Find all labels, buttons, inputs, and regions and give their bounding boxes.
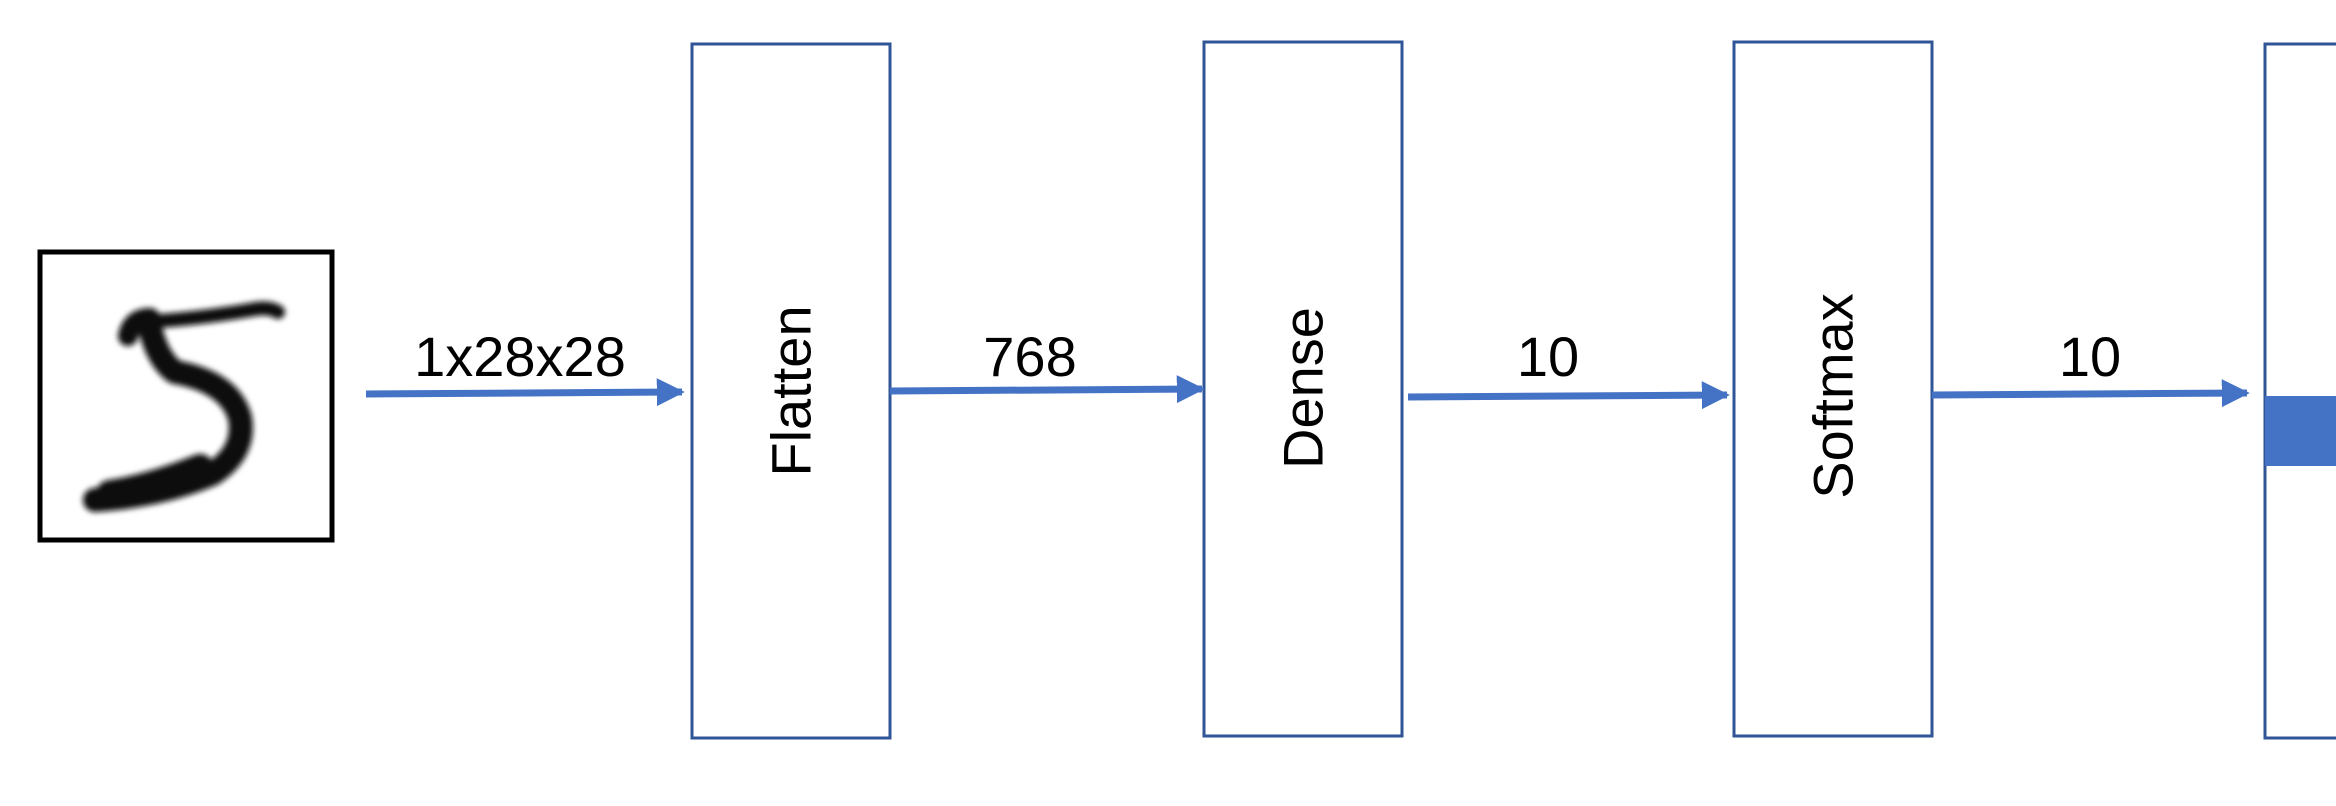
arrow-softmax-to-output <box>1931 379 2250 408</box>
edge-label-flatten-output: 768 <box>983 325 1076 388</box>
softmax-layer-label: Softmax <box>1802 293 1865 498</box>
edge-label-input-shape: 1x28x28 <box>414 325 626 388</box>
edge-label-dense-output: 10 <box>1517 325 1579 388</box>
dense-layer-box <box>1202 40 1404 738</box>
arrow-flatten-to-dense <box>889 375 1205 404</box>
arrow-input-to-flatten <box>365 378 685 407</box>
output-vector <box>2263 42 2336 740</box>
dense-layer-label: Dense <box>1272 307 1335 469</box>
input-image <box>37 249 335 543</box>
output-vector-box <box>2263 42 2336 740</box>
output-vector-highlight-cell <box>2265 396 2336 466</box>
handwritten-digit-5-icon <box>83 301 285 512</box>
arrow-dense-to-softmax <box>1407 381 1730 410</box>
flatten-layer-label: Flatten <box>760 305 823 476</box>
flatten-layer-box <box>690 42 892 740</box>
edge-label-softmax-output: 10 <box>2059 325 2121 388</box>
softmax-layer-box <box>1732 40 1934 738</box>
